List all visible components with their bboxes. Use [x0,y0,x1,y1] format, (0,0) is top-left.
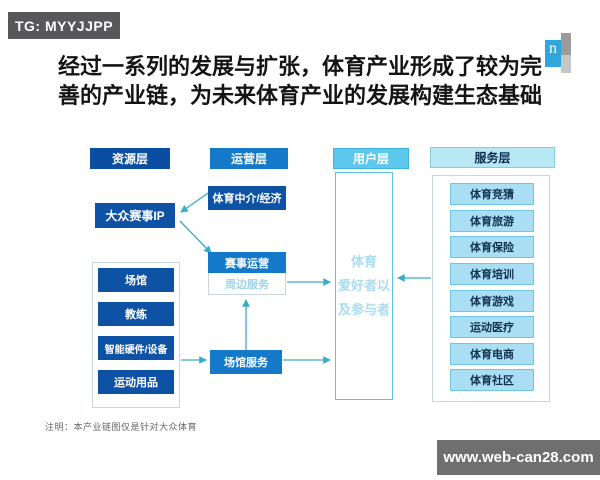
title-line-1: 经过一系列的发展与扩张，体育产业形成了较为完 [57,54,542,79]
user-group-label: 体育 爱好者以 及参与者 [338,250,390,322]
node-mass-event-ip: 大众赛事IP [95,203,175,228]
node-sports-tourism: 体育旅游 [450,210,534,232]
node-smart-hardware: 智能硬件/设备 [98,336,174,360]
node-sports-agency: 体育中介/经济 [208,186,286,210]
node-sports-insurance: 体育保险 [450,236,534,258]
node-event-operation: 赛事运营 [208,252,286,273]
node-sporting-goods: 运动用品 [98,370,174,394]
brand-logo-icon: n [545,40,561,67]
node-sports-training: 体育培训 [450,263,534,285]
node-sports-community: 体育社区 [450,369,534,391]
watermark-url: www.web-can28.com [437,440,600,475]
node-periphery-service: 周边服务 [208,273,286,295]
user-label-line2: 爱好者以 [337,278,390,293]
layer-header-operation: 运营层 [210,148,288,169]
node-user-group: 体育 爱好者以 及参与者 [335,172,393,400]
node-venue-service: 场馆服务 [210,350,282,374]
node-venue: 场馆 [98,268,174,292]
layer-header-resource: 资源层 [90,148,170,169]
layer-header-service: 服务层 [430,147,555,168]
node-sports-ecommerce: 体育电商 [450,343,534,365]
footnote: 注明：本产业链图仅是针对大众体育 [45,422,198,432]
logo-strip-light [561,55,571,73]
node-sports-medicine: 运动医疗 [450,316,534,338]
user-label-line3: 及参与者 [337,302,390,317]
tg-badge: TG: MYYJJPP [8,12,120,39]
user-label-line1: 体育 [350,254,377,269]
node-sports-betting: 体育竞猜 [450,183,534,205]
node-sports-gaming: 体育游戏 [450,290,534,312]
layer-header-user: 用户层 [333,148,409,169]
node-coach: 教练 [98,302,174,326]
title-line-2: 善的产业链，为未来体育产业的发展构建生态基础 [57,83,542,108]
logo-strip [561,33,571,73]
page-title: 经过一系列的发展与扩张，体育产业形成了较为完 善的产业链，为未来体育产业的发展构… [30,52,570,110]
